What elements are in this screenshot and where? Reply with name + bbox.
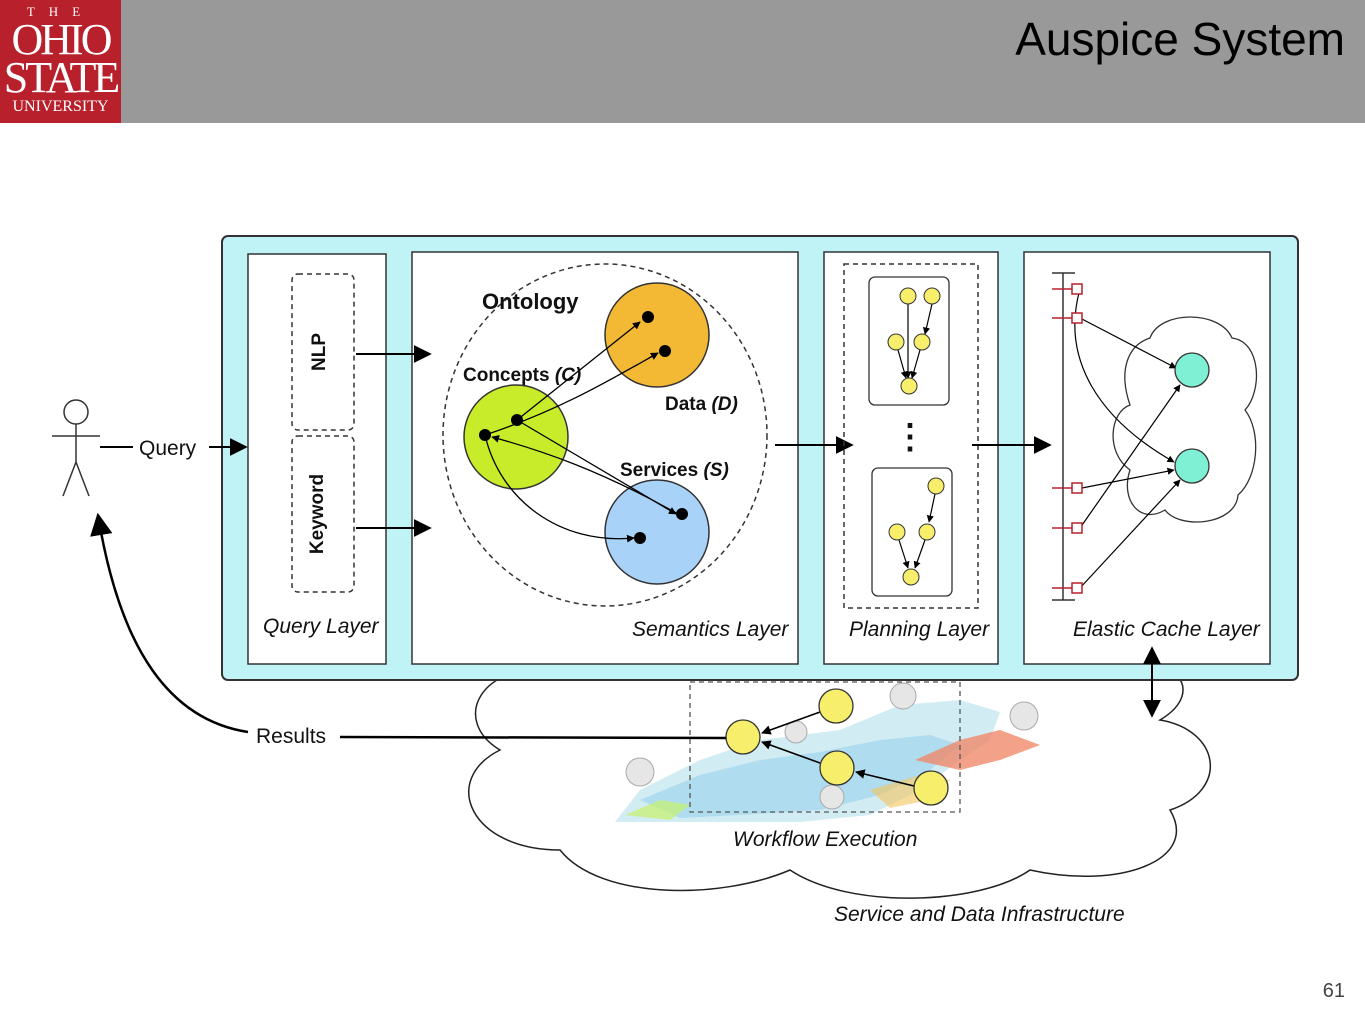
plan-edge	[926, 493, 936, 523]
workflow-node	[725, 719, 761, 755]
workflow-node	[913, 770, 949, 806]
semantics-layer-title: Semantics Layer	[632, 618, 789, 641]
cache-edge	[1079, 317, 1177, 369]
cache-connector	[1071, 482, 1083, 494]
plan-node	[913, 333, 931, 351]
plan-edge	[922, 303, 933, 335]
infrastructure-label: Service and Data Infrastructure	[834, 903, 1125, 926]
cache-connector	[1071, 522, 1083, 534]
workflow-node	[819, 750, 855, 786]
workflow-edge	[761, 711, 821, 735]
plan-node	[900, 377, 918, 395]
user-icon	[52, 399, 100, 497]
query-layer-box	[247, 253, 387, 665]
plan-box-1	[868, 276, 950, 406]
plan-node	[918, 523, 936, 541]
plan-edge	[910, 349, 921, 379]
cache-edge	[1079, 479, 1181, 589]
ontology-edge	[516, 321, 641, 421]
plan-node	[927, 477, 945, 495]
ontology-edge	[491, 435, 679, 515]
results-line	[339, 735, 727, 740]
results-arrow	[90, 512, 249, 734]
cache-node	[1174, 448, 1210, 484]
plan-set-boundary	[843, 263, 979, 609]
cache-layer-title: Elastic Cache Layer	[1073, 618, 1261, 641]
cache-connector	[1071, 283, 1083, 295]
plan-node	[887, 333, 905, 351]
concepts-circle	[463, 384, 569, 490]
services-circle	[604, 479, 710, 585]
cache-cloud	[1112, 316, 1258, 523]
plan-edge	[897, 349, 908, 379]
data-dot	[642, 311, 654, 323]
plan-edge	[913, 539, 926, 569]
query-label: Query	[139, 437, 197, 460]
cache-connector	[1071, 582, 1083, 594]
data-dot	[659, 345, 671, 357]
slide-title: Auspice System	[1015, 13, 1345, 65]
ohio-state-logo: THE OHIO STATE UNIVERSITY	[0, 0, 121, 123]
workflow-edge	[855, 769, 915, 787]
plan-box-2	[871, 467, 953, 597]
plan-node	[899, 287, 917, 305]
plan-edge	[898, 539, 910, 569]
cache-node	[1174, 352, 1210, 388]
workflow-boundary	[689, 681, 961, 813]
slide-header: THE OHIO STATE UNIVERSITY Auspice System	[0, 0, 1365, 123]
workflow-node	[818, 688, 854, 724]
services-label: Services (S)	[620, 460, 729, 481]
slide-number: 61	[1322, 980, 1345, 1002]
ontology-boundary	[442, 263, 768, 607]
ontology-edge	[484, 434, 635, 543]
plan-node	[888, 523, 906, 541]
plans-ellipsis: ⋮	[893, 418, 927, 456]
workflow-execution-label: Workflow Execution	[733, 828, 917, 851]
concepts-label: Concepts (C)	[463, 365, 581, 386]
workflow-map	[615, 682, 1040, 822]
ontology-label: Ontology	[482, 289, 579, 314]
nlp-box	[291, 273, 355, 431]
query-layer-title: Query Layer	[263, 615, 380, 638]
cache-connector	[1071, 312, 1083, 324]
ontology-edge	[484, 352, 659, 436]
data-circle	[604, 282, 710, 388]
cache-edge	[1081, 467, 1175, 489]
plan-node	[923, 287, 941, 305]
service-dot	[676, 508, 688, 520]
plan-node	[902, 568, 920, 586]
keyword-box	[291, 435, 355, 593]
planning-layer-title: Planning Layer	[849, 618, 990, 641]
keyword-label: Keyword	[307, 474, 328, 554]
results-label: Results	[256, 725, 326, 748]
nlp-label: NLP	[309, 333, 330, 371]
cache-edge	[1079, 384, 1181, 529]
service-dot	[634, 532, 646, 544]
workflow-edge	[761, 740, 821, 764]
data-label: Data (D)	[665, 394, 738, 415]
